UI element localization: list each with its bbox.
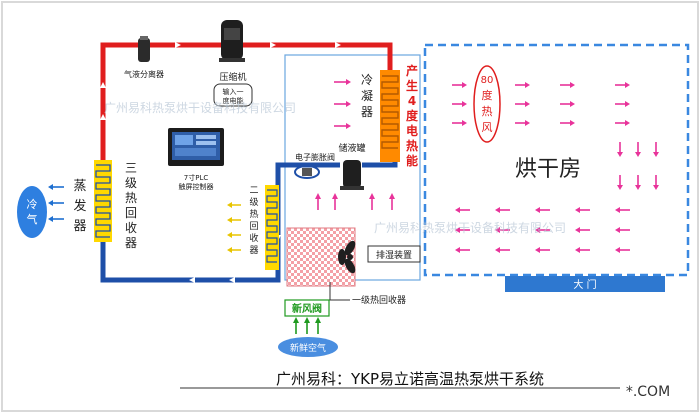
door-bar xyxy=(505,276,665,292)
expansion-valve-label: 电子膨胀阀 xyxy=(295,152,335,162)
svg-text:度: 度 xyxy=(482,88,493,102)
plc-touch-controller xyxy=(168,128,224,166)
svg-text:器: 器 xyxy=(73,219,86,234)
svg-text:蒸: 蒸 xyxy=(73,179,86,194)
svg-text:级: 级 xyxy=(249,196,258,208)
cold-air-arrows xyxy=(48,184,64,222)
second-stage-label: 二 级 热 回 收 器 xyxy=(249,186,258,256)
fresh-air-damper xyxy=(284,299,330,317)
svg-text:气: 气 xyxy=(27,212,38,226)
svg-text:发: 发 xyxy=(73,198,86,214)
condenser-airflow-arrows xyxy=(334,79,351,129)
second-stage-arrows xyxy=(227,202,241,253)
corner-url: *.COM xyxy=(626,384,670,400)
condenser-label: 冷 凝 器 xyxy=(361,73,373,119)
drying-room-airflow-arrows xyxy=(452,82,659,253)
svg-text:风: 风 xyxy=(482,121,493,134)
watermark-middle: 广州易科热泵烘干设备科技有限公司 xyxy=(374,221,566,235)
evaporator-coil xyxy=(94,160,112,242)
plc-label-line2: 触屏控制器 xyxy=(179,182,214,191)
svg-text:热: 热 xyxy=(125,191,137,205)
svg-text:冷: 冷 xyxy=(27,198,38,211)
drying-room-label: 烘干房 xyxy=(515,157,581,182)
receiver-tank xyxy=(340,160,364,190)
expansion-valve xyxy=(294,165,320,179)
third-stage-label: 三 级 热 回 收 器 xyxy=(125,161,137,250)
svg-text:级: 级 xyxy=(125,176,137,190)
svg-text:回: 回 xyxy=(125,206,137,220)
compressor-note-line1: 输入一 xyxy=(223,87,244,96)
hot-wind-badge: 80 度 热 风 xyxy=(473,65,501,143)
first-stage-leader-line xyxy=(329,282,350,301)
compressor-note-line2: 度电能 xyxy=(223,96,244,105)
drying-room-boundary xyxy=(423,43,690,277)
gas-liquid-separator-label: 气液分离器 xyxy=(124,69,164,79)
hot-pipe-flow-arrows xyxy=(100,42,341,120)
fresh-air-badge: 新鲜空气 xyxy=(278,337,338,357)
svg-text:器: 器 xyxy=(361,105,373,119)
first-stage-label: 一级热回收器 xyxy=(352,294,406,306)
evaporator-label: 蒸 发 器 xyxy=(73,179,86,234)
heat-energy-note: 产 生 4 度 电 热 能 xyxy=(406,63,419,168)
gas-liquid-separator xyxy=(138,36,150,62)
receiver-label: 储液罐 xyxy=(338,142,365,154)
svg-text:收: 收 xyxy=(125,221,137,235)
svg-text:4: 4 xyxy=(408,94,416,108)
condenser-coil xyxy=(380,70,400,162)
svg-text:电: 电 xyxy=(406,123,418,138)
dehumid-label: 排湿装置 xyxy=(376,249,412,261)
svg-text:冷: 冷 xyxy=(361,73,373,87)
svg-text:器: 器 xyxy=(249,245,258,256)
compressor xyxy=(219,20,245,62)
svg-text:热: 热 xyxy=(249,208,258,220)
compressor-label: 压缩机 xyxy=(219,71,246,83)
fresh-air-arrows xyxy=(293,317,321,334)
svg-text:能: 能 xyxy=(406,153,418,168)
svg-text:新鲜空气: 新鲜空气 xyxy=(290,342,326,354)
svg-text:回: 回 xyxy=(249,221,258,232)
svg-text:生: 生 xyxy=(406,78,418,93)
svg-text:热: 热 xyxy=(406,138,418,153)
fresh-air-damper-label: 新风阀 xyxy=(292,302,322,315)
footer-title: 广州易科：YKP易立诺高温热泵烘干系统 xyxy=(276,370,544,388)
dehumid-label-box xyxy=(367,245,421,263)
svg-text:三: 三 xyxy=(125,161,137,175)
dehumid-fan xyxy=(338,240,356,274)
svg-text:二: 二 xyxy=(249,186,258,196)
watermark-top: 广州易科热泵烘干设备科技有限公司 xyxy=(104,101,296,115)
svg-text:收: 收 xyxy=(249,232,258,244)
svg-text:80: 80 xyxy=(481,75,494,86)
svg-text:热: 热 xyxy=(482,105,493,118)
cold-air-badge: 冷 气 xyxy=(17,186,47,238)
unit-upward-arrows xyxy=(315,193,395,210)
svg-text:产: 产 xyxy=(406,63,418,78)
plc-label-line1: 7寸PLC xyxy=(184,173,209,182)
svg-text:凝: 凝 xyxy=(361,88,373,103)
hot-refrigerant-pipe xyxy=(100,42,393,160)
svg-text:度: 度 xyxy=(406,108,419,123)
compressor-note: 输入一 度电能 xyxy=(213,83,253,107)
door-label: 大 门 xyxy=(573,278,596,291)
svg-text:器: 器 xyxy=(125,236,137,250)
second-stage-coil xyxy=(265,185,279,270)
